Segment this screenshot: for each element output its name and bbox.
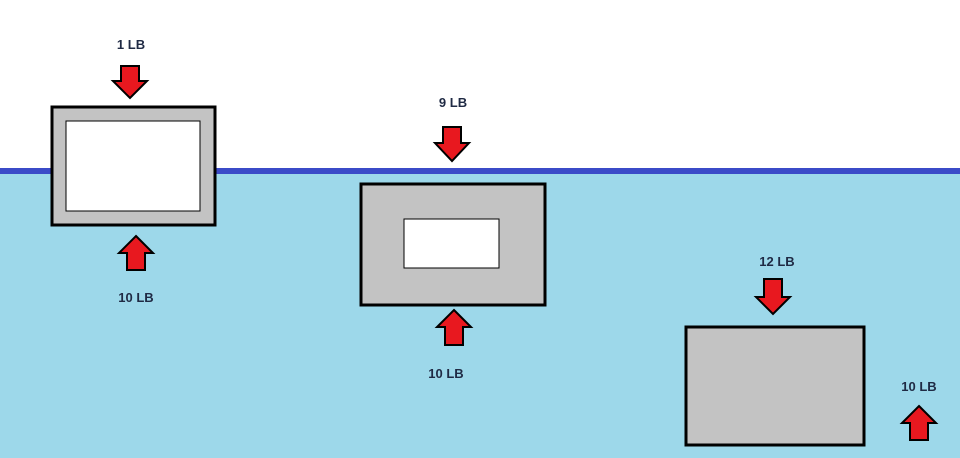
block-suspended-top-force-label: 9 LB	[439, 95, 467, 110]
arrow-down-icon	[432, 126, 472, 163]
water-surface-line	[0, 168, 960, 174]
block-floating-bottom-force-label: 10 LB	[118, 290, 153, 305]
arrow-up-icon	[899, 404, 939, 441]
block-sinking-bottom-force-label: 10 LB	[901, 379, 936, 394]
arrow-down-icon	[753, 278, 793, 316]
block-floating	[50, 105, 217, 227]
block-floating-cavity	[65, 120, 201, 212]
block-suspended	[359, 182, 547, 307]
block-sinking-body	[684, 325, 866, 447]
block-suspended-bottom-force-label: 10 LB	[428, 366, 463, 381]
block-suspended-cavity	[403, 218, 500, 269]
arrow-up-icon	[434, 308, 474, 346]
block-sinking-top-force-label: 12 LB	[759, 254, 794, 269]
arrow-up-icon	[116, 234, 156, 271]
block-sinking	[684, 325, 866, 447]
arrow-down-icon	[110, 65, 150, 100]
block-floating-top-force-label: 1 LB	[117, 37, 145, 52]
